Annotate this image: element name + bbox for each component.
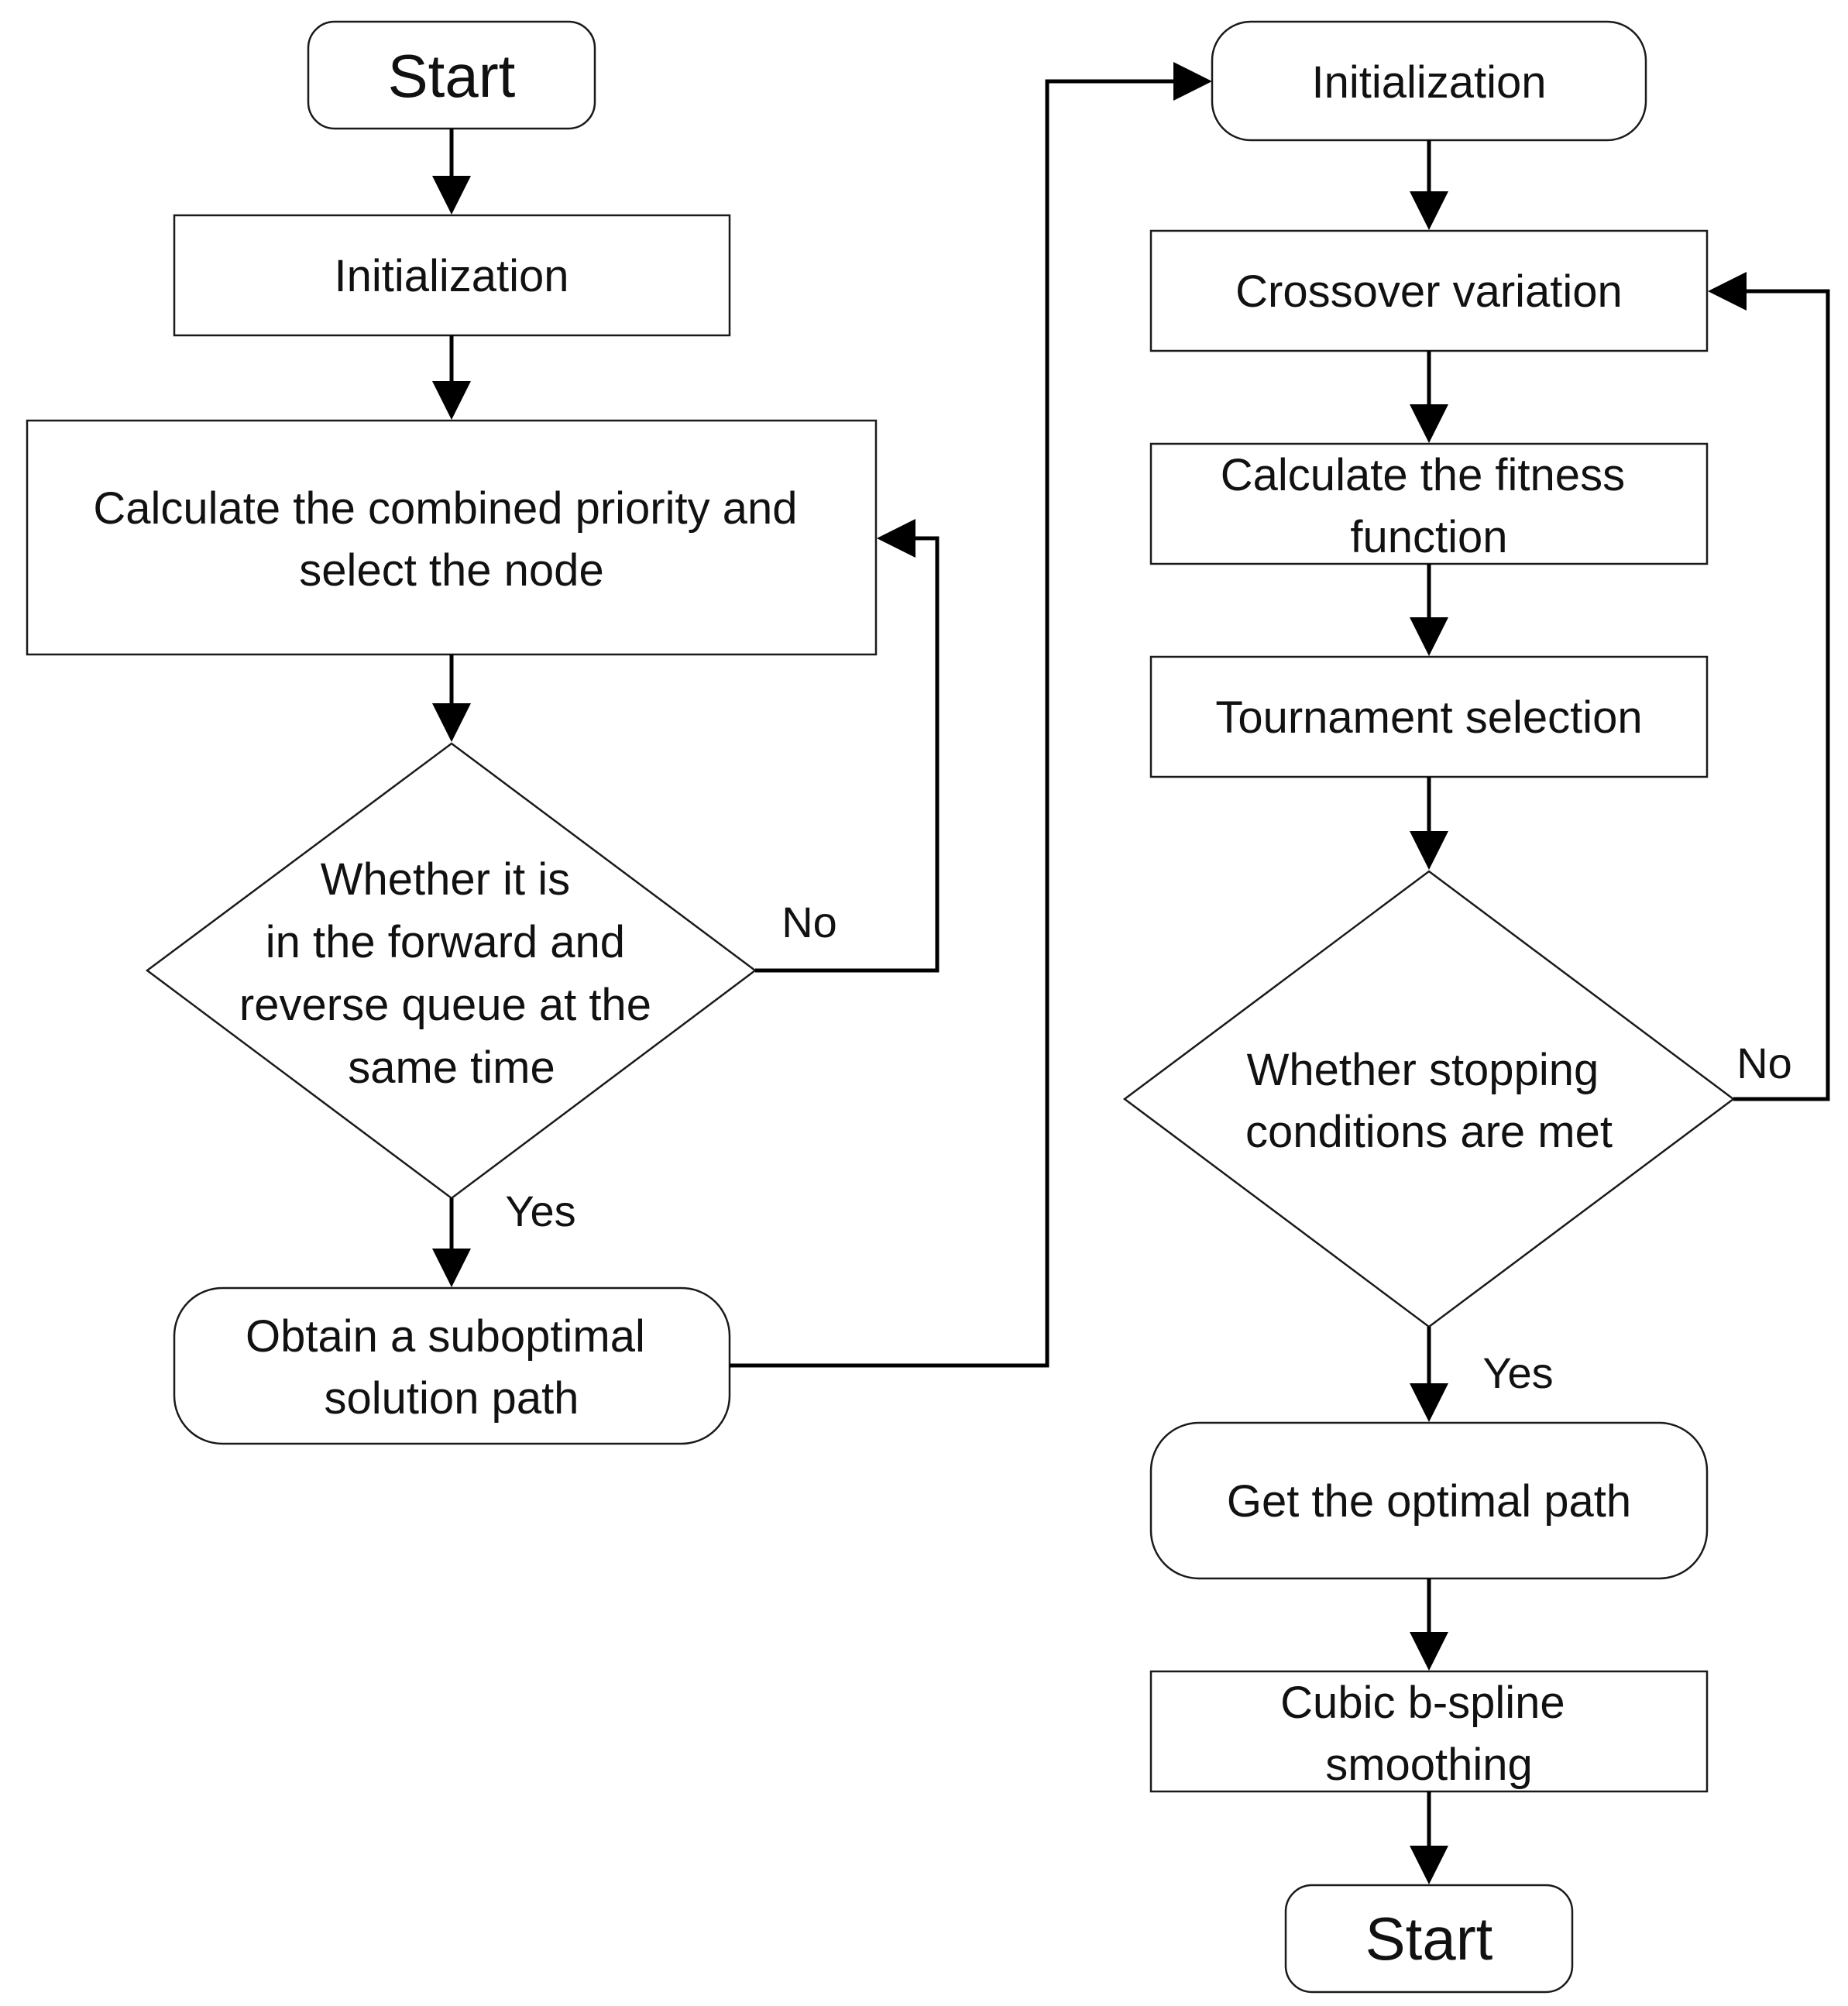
tournament-label: Tournament selection xyxy=(1215,692,1642,743)
optimal-label: Get the optimal path xyxy=(1227,1476,1631,1527)
stopping-decision-label: Whether stopping conditions are met xyxy=(1245,1045,1613,1157)
crossover-node: Crossover variation xyxy=(1149,229,1709,352)
left-init-label: Initialization xyxy=(334,251,568,301)
left-start-node: Start xyxy=(307,20,596,130)
priority-node: Calculate the combined priority and sele… xyxy=(26,419,878,656)
edge-stopping-no-loop xyxy=(1708,272,1830,1101)
stopping-decision-node: Whether stopping conditions are met xyxy=(1122,870,1736,1328)
left-start-label: Start xyxy=(388,42,516,110)
suboptimal-node: Obtain a suboptimal solution path xyxy=(173,1286,731,1445)
right-init-label: Initialization xyxy=(1311,57,1546,108)
queue-no-label: No xyxy=(781,898,837,946)
tournament-node: Tournament selection xyxy=(1149,655,1709,778)
left-init-node: Initialization xyxy=(173,214,731,337)
fitness-node: Calculate the fitness function xyxy=(1149,442,1709,565)
queue-decision-label: Whether it is in the forward and reverse… xyxy=(239,854,664,1093)
queue-yes-label: Yes xyxy=(505,1187,575,1235)
right-init-node: Initialization xyxy=(1211,20,1647,142)
priority-label: Calculate the combined priority and sele… xyxy=(93,483,809,596)
crossover-label: Crossover variation xyxy=(1235,266,1623,317)
suboptimal-label: Obtain a suboptimal solution path xyxy=(246,1311,658,1424)
right-end-node: Start xyxy=(1284,1884,1574,1994)
edge-suboptimal-to-right-init xyxy=(730,62,1212,1368)
optimal-node: Get the optimal path xyxy=(1149,1421,1709,1580)
queue-decision-node: Whether it is in the forward and reverse… xyxy=(145,742,757,1200)
spline-node: Cubic b-spline smoothing xyxy=(1149,1670,1709,1793)
spline-label: Cubic b-spline smoothing xyxy=(1280,1678,1578,1790)
edge-queue-no-loop xyxy=(755,519,939,973)
stopping-no-label: No xyxy=(1736,1039,1792,1087)
stopping-yes-label: Yes xyxy=(1482,1348,1553,1397)
right-end-label: Start xyxy=(1365,1905,1493,1973)
fitness-label: Calculate the fitness function xyxy=(1221,450,1637,562)
